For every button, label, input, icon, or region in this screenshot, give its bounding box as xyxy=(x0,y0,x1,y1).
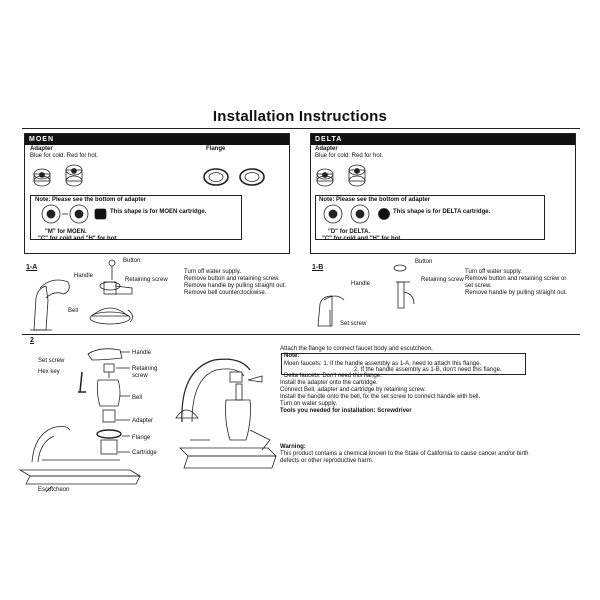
step-2-escutcheon-label: Escutcheon xyxy=(38,487,70,493)
step-1a-line-2: Remove button and retaining screw. xyxy=(184,276,280,282)
step-1b-line-3: set screw. xyxy=(465,283,492,289)
step-2-intro: Attach the flange to connect faucet body… xyxy=(280,346,433,352)
flange-illustration xyxy=(203,168,265,186)
moen-panel: MOEN xyxy=(24,133,290,254)
step-2-note-box xyxy=(281,353,526,375)
step-2-cartridge-label: Cartridge xyxy=(132,450,157,456)
step-2-bell-label: Bell xyxy=(132,395,143,401)
step-1a-line-1: Turn off water supply. xyxy=(184,269,241,275)
delta-note-box xyxy=(315,195,545,240)
step-1a-bell-label: Bell xyxy=(68,308,79,314)
moen-adapter-label: Adapter xyxy=(30,146,53,152)
step-1b-faucet-illustration xyxy=(317,264,415,327)
moen-note-title: Note: Please see the bottom of adapter xyxy=(35,197,147,203)
moen-letter-line: "M" for MOEN. xyxy=(45,229,87,235)
moen-header: MOEN xyxy=(25,134,289,145)
moen-flange-label: Flange xyxy=(206,146,226,152)
warning-title: Warning: xyxy=(280,444,306,450)
step-2-handle-label: Handle xyxy=(132,350,152,356)
step-1b-text: Turn off water supply. Remove button and… xyxy=(465,269,590,297)
step-2-line-4: Turn on water supply. xyxy=(280,401,338,407)
delta-adapter-illustration xyxy=(316,164,366,187)
delta-letter-line: "D" for DELTA. xyxy=(328,229,371,235)
warning-text-2: defects or other reproductive harm. xyxy=(280,458,374,464)
page-title: Installation Instructions xyxy=(212,108,388,125)
step-1a-button-label: Button xyxy=(123,258,141,264)
step-1a-retaining-label: Retaining screw xyxy=(125,277,168,283)
step-2-large-faucet-illustration xyxy=(175,358,277,469)
step-2-note-label: Note: xyxy=(284,353,300,359)
step-1a-faucet-illustration xyxy=(30,259,133,331)
step-1a-line-4: Remove bell counterclockwise. xyxy=(184,290,267,296)
moen-shape-text: This shape is for MOEN cartridge. xyxy=(110,209,207,215)
delta-header: DELTA xyxy=(311,134,575,145)
step-2-label: 2 xyxy=(30,337,34,344)
delta-adapter-desc: Blue for cold. Red for hot. xyxy=(315,153,384,159)
delta-adapter-bottom-icon xyxy=(323,204,390,224)
moen-ch-line: "C" for cold and "H" for hot. xyxy=(38,236,119,242)
step-1b-button-label: Button xyxy=(415,259,433,265)
step-2-retaining-label: Retaining screw xyxy=(132,366,158,379)
title-rule xyxy=(22,128,580,129)
step-2-line-1: Install the adapter onto the cartridge. xyxy=(280,380,378,386)
step-2-handle-parts xyxy=(78,348,130,455)
step-2-adapter-label: Adapter xyxy=(132,418,154,424)
delta-shape-text: This shape is for DELTA cartridge. xyxy=(393,209,491,215)
moen-note-box xyxy=(30,195,242,240)
step-2-hexkey-label: Hex key xyxy=(38,369,60,375)
delta-ch-line: "C" for cold and "H" for hot. xyxy=(322,236,403,242)
step-1b-retaining-label: Retaining screw xyxy=(421,277,464,283)
moen-adapter-illustration xyxy=(33,164,83,187)
warning-text-1: This product contains a chemical known t… xyxy=(280,451,529,457)
step-1a-handle-label: Handle xyxy=(74,273,94,279)
step-2-flange-label: Flange xyxy=(132,435,151,441)
step-2-line-3: Install the handle onto the bell, fix th… xyxy=(280,394,481,400)
step-1b-line-2: Remove button and retaining screw or xyxy=(465,276,567,282)
delta-adapter-label: Adapter xyxy=(315,146,338,152)
section-divider xyxy=(22,334,580,335)
step-2-line-2: Connect Bell, adapter and cartridge by r… xyxy=(280,387,426,393)
step-2-tools: Tools you needed for installation: Screw… xyxy=(280,408,412,414)
step-2-small-faucet-illustration xyxy=(18,426,142,493)
delta-panel: DELTA xyxy=(310,133,576,254)
step-1b-label: 1-B xyxy=(312,264,324,271)
step-2-note-line-1: Moen faucets: 1. If the handle assembly … xyxy=(284,361,482,367)
step-2-steps: Install the adapter onto the cartridge. … xyxy=(280,380,580,415)
moen-adapter-desc: Blue for cold. Red for hot. xyxy=(30,153,99,159)
step-1b-line-1: Turn off water supply. xyxy=(465,269,522,275)
step-2-note-line-2: 2. If the handle assembly as 1-B, don't … xyxy=(354,367,502,373)
step-1b-line-4: Remove handle by pulling straight out. xyxy=(465,290,568,296)
step-1b-setscrew-label: Set screw xyxy=(340,321,367,327)
step-1a-text: Turn off water supply. Remove button and… xyxy=(184,269,304,297)
step-2-note-line-3: Delta faucets: Don't need this flange. xyxy=(284,373,382,379)
step-1b-handle-label: Handle xyxy=(351,281,371,287)
step-2-setscrew-label: Set screw xyxy=(38,358,65,364)
delta-note-title: Note: Please see the bottom of adapter xyxy=(319,197,431,203)
moen-adapter-bottom-icon xyxy=(41,204,107,224)
step-1a-line-3: Remove handle by pulling straight out. xyxy=(184,283,287,289)
step-1a-label: 1-A xyxy=(26,264,38,271)
